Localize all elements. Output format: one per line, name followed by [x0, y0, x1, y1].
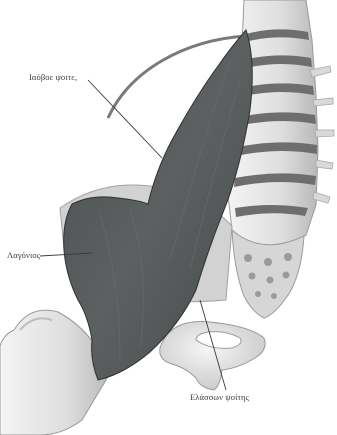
- label-iliacus: Λαγόνιος: [7, 250, 40, 260]
- label-psoas-minor: Ελάσσων ψοίτης: [190, 392, 249, 402]
- pelvis-pubic-ring: [160, 322, 265, 390]
- label-psoas-major: Ιαόβοε ψοιτε,: [29, 72, 77, 82]
